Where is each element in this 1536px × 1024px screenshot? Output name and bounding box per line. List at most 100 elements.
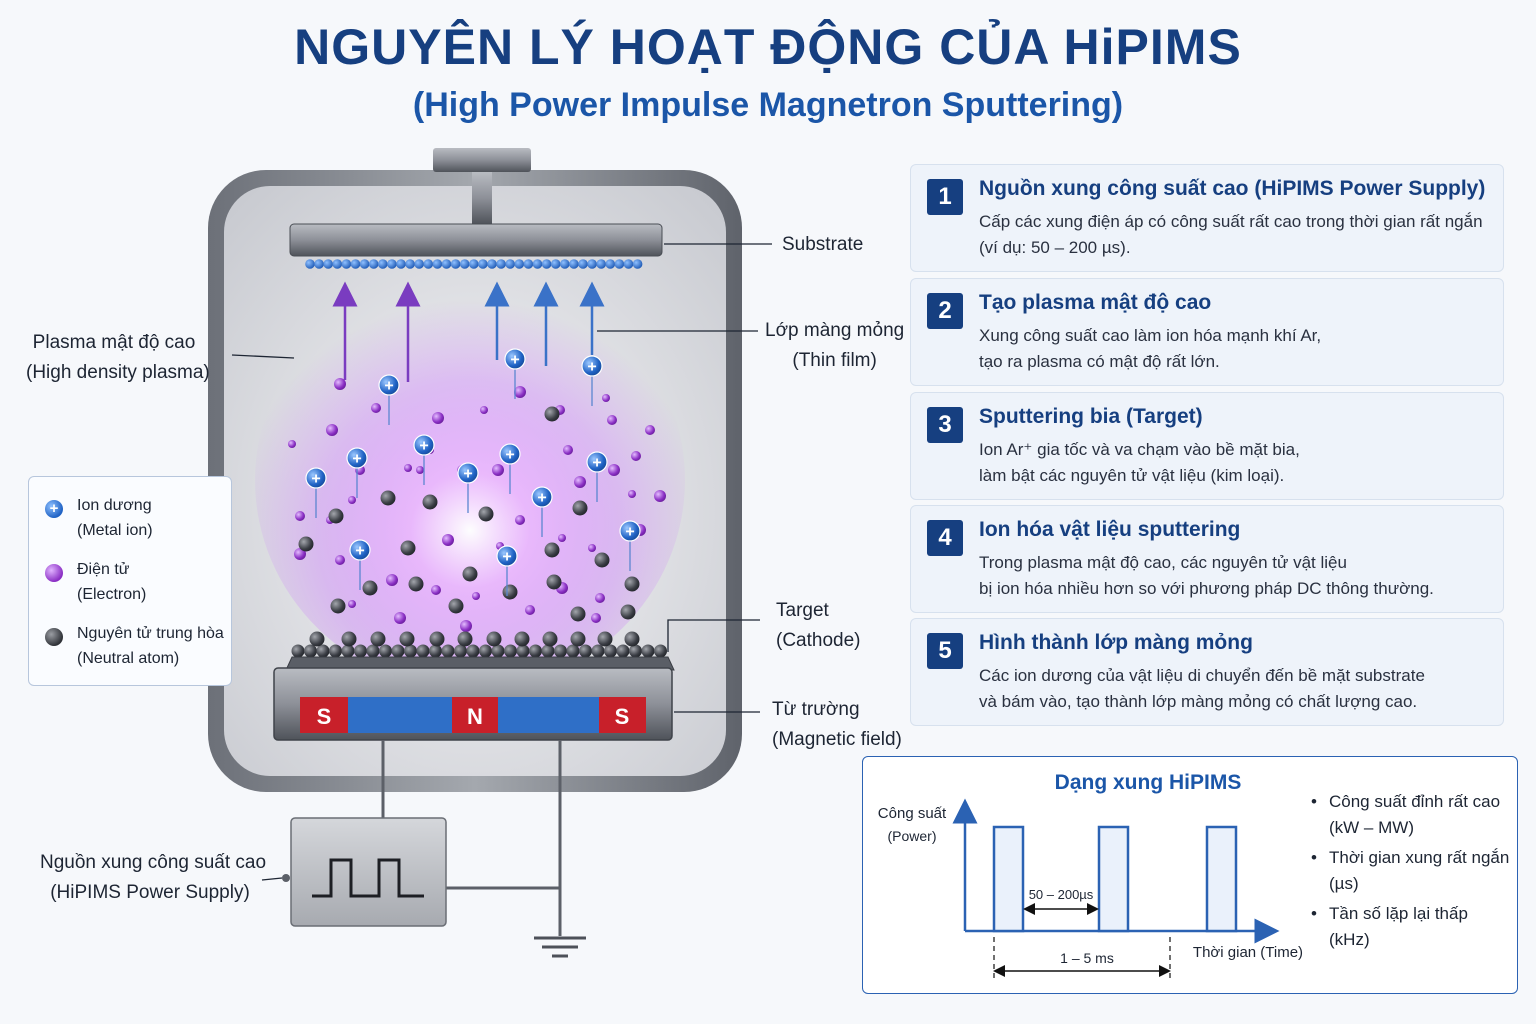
- electron-particle: [514, 386, 526, 398]
- plasma-particles: +++++++++++++: [288, 348, 666, 632]
- ground-icon: [534, 936, 586, 958]
- neutral-particle: [462, 566, 478, 582]
- target-atom: [309, 631, 325, 647]
- electron-particle: [288, 440, 296, 448]
- magnet-pole-n: [452, 697, 498, 733]
- electron-particle: [460, 620, 472, 632]
- step-title: Tạo plasma mật độ cao: [979, 291, 1212, 314]
- pulse-bar: [992, 825, 1025, 933]
- film-atom: [378, 259, 388, 269]
- pulse-bars: [992, 825, 1238, 933]
- target-atom: [570, 631, 586, 647]
- neutral-particle: [624, 576, 640, 592]
- label-power-supply: Nguồn xung công suất cao (HiPIMS Power S…: [40, 852, 267, 903]
- neutral-particle: [448, 598, 464, 614]
- ion-particle: [496, 545, 518, 567]
- neutral-atom-icon: [45, 628, 63, 646]
- neutral-particle: [478, 506, 494, 522]
- film-atom: [532, 259, 543, 269]
- step-title: Hình thành lớp màng mỏng: [979, 631, 1253, 654]
- film-atom: [560, 259, 570, 269]
- film-atom: [605, 259, 616, 269]
- film-atom: [596, 259, 606, 269]
- film-atom: [405, 259, 415, 269]
- film-atom: [496, 259, 506, 269]
- film-atom: [332, 259, 343, 269]
- pulse-characteristics: Công suất đỉnh rất cao(kW – MW) Thời gia…: [1311, 789, 1509, 957]
- film-atom: [368, 259, 379, 269]
- electron-particle: [628, 490, 636, 498]
- step-title: Ion hóa vật liệu sputtering: [979, 518, 1241, 541]
- ion-particle: [305, 467, 327, 489]
- ion-plus-sign: +: [625, 524, 634, 541]
- target-atom: [624, 631, 640, 647]
- magnet-label-s-left: S: [317, 704, 332, 729]
- neutral-particle: [362, 580, 378, 596]
- target-atom: [479, 644, 492, 658]
- target-atom: [579, 644, 592, 658]
- step-card-2: 2 Tạo plasma mật độ cao Xung công suất c…: [910, 278, 1504, 386]
- neutral-particle: [328, 508, 344, 524]
- electron-particle: [348, 496, 356, 504]
- pulse-waveform: 50 – 200µs 1 – 5 ms Thời gian (Time): [952, 798, 1303, 981]
- electron-particle: [416, 466, 424, 474]
- magnet-label-s-right: S: [615, 704, 630, 729]
- target-atom: [486, 631, 502, 647]
- pulse-bullet: Công suất đỉnh rất cao(kW – MW): [1311, 789, 1509, 841]
- ion-plus-sign: +: [384, 378, 393, 395]
- ion-particle: [586, 451, 608, 473]
- target-atom: [542, 631, 558, 647]
- ion-particle: [581, 355, 603, 377]
- step-card-3: 3 Sputtering bia (Target) Ion Ar⁺ gia tố…: [910, 392, 1504, 500]
- magnet-pole-s-right: [599, 697, 646, 733]
- ion-plus-sign: +: [502, 549, 511, 566]
- target-atom: [341, 644, 355, 658]
- step-card-5: 5 Hình thành lớp màng mỏng Các ion dương…: [910, 618, 1504, 726]
- film-atom: [441, 259, 452, 269]
- target-atom: [429, 644, 442, 658]
- step-description: Ion Ar⁺ gia tốc và va chạm vào bề mặt bi…: [979, 440, 1300, 485]
- target-atom: [429, 631, 445, 647]
- film-atom: [396, 259, 406, 269]
- step-title: Nguồn xung công suất cao (HiPIMS Power S…: [979, 177, 1486, 200]
- target-atom: [654, 644, 667, 658]
- ion-particle: [504, 348, 526, 370]
- ion-particle: [457, 462, 479, 484]
- power-supply-box: [290, 817, 447, 927]
- film-atom: [469, 259, 479, 269]
- target-atom: [316, 644, 330, 658]
- neutral-particle: [380, 490, 396, 506]
- power-terminal: [282, 874, 290, 882]
- film-atom: [587, 259, 597, 269]
- film-atom: [323, 259, 334, 269]
- target-atom: [329, 644, 342, 658]
- film-atom: [523, 259, 534, 269]
- neutral-particle: [570, 606, 586, 622]
- ion-particle: [346, 447, 368, 469]
- target-atom: [404, 644, 417, 658]
- target-atom: [641, 644, 655, 658]
- pulse-bar: [1205, 825, 1238, 933]
- target-atom: [504, 644, 517, 658]
- label-substrate: Substrate: [782, 234, 864, 255]
- target-atom: [304, 644, 317, 658]
- film-atom: [387, 259, 397, 269]
- electron-particle: [608, 464, 620, 476]
- electron-particle: [480, 406, 488, 414]
- film-atom: [432, 259, 443, 269]
- electron-particle: [595, 593, 605, 603]
- step-number: 4: [927, 520, 963, 556]
- target-atoms: [291, 631, 667, 658]
- electron-particle: [386, 574, 398, 586]
- pulse-y-label: Công suất (Power): [877, 805, 947, 844]
- target-atom: [591, 644, 605, 658]
- step-description: Các ion dương của vật liệu di chuyển đến…: [979, 666, 1425, 711]
- target-atom: [554, 644, 567, 658]
- power-wires: [381, 740, 562, 936]
- electron-particle: [607, 415, 617, 425]
- neutral-particle: [620, 604, 636, 620]
- film-atom: [505, 259, 515, 269]
- electron-particle: [335, 555, 345, 565]
- substrate-holder: [289, 223, 663, 257]
- label-plasma: Plasma mật độ cao (High density plasma): [26, 332, 210, 383]
